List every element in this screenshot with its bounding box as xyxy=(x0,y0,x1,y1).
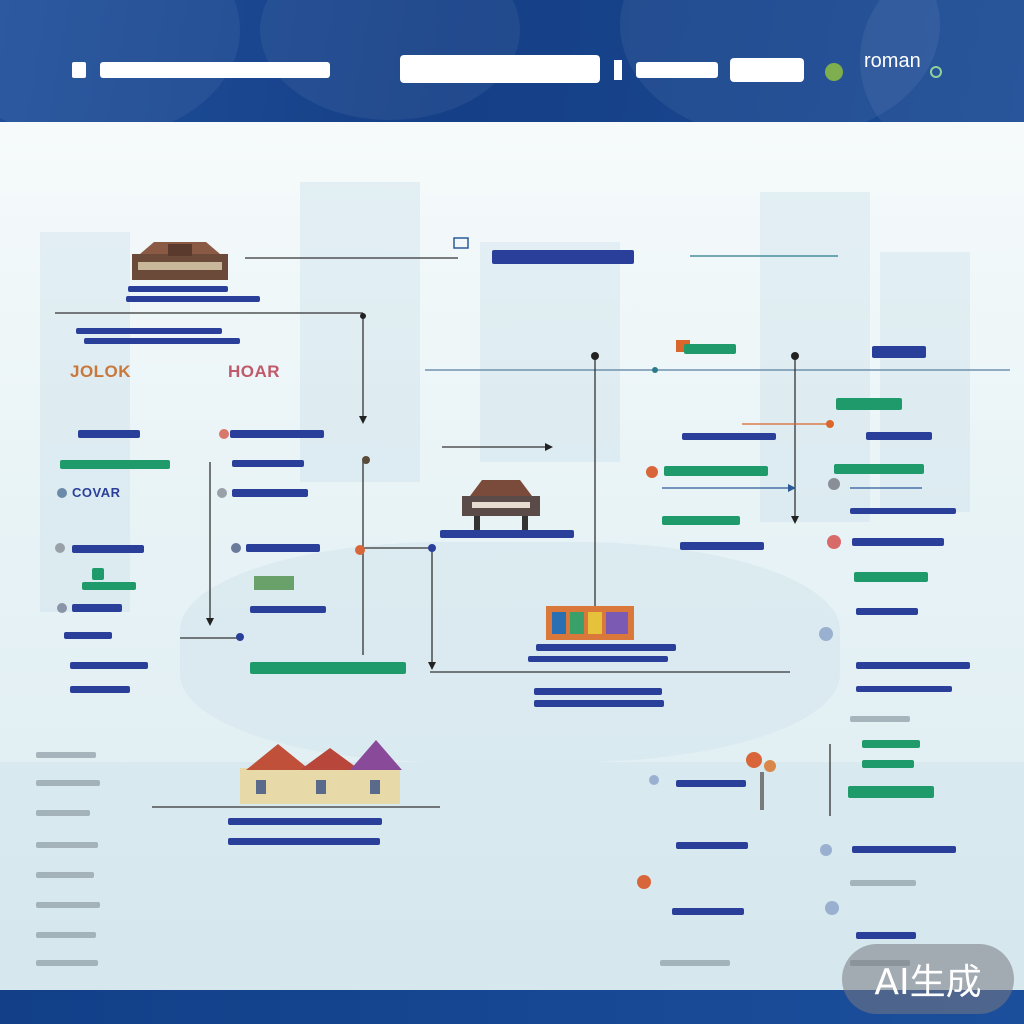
small-sign-icons xyxy=(254,237,690,590)
illegible-label-blocks xyxy=(36,286,970,966)
colorful-building-icon xyxy=(546,606,634,640)
node-label-jolok: JOLOK xyxy=(70,362,132,381)
ai-generated-badge: AI生成 xyxy=(842,944,1014,1014)
banner-swirl xyxy=(860,0,1024,122)
building-icon-top-left xyxy=(132,242,228,280)
banner-swirl xyxy=(0,0,240,122)
banner-illegible-text xyxy=(72,55,942,83)
village-houses-icon xyxy=(240,740,402,804)
node-label-hoar: HOAR xyxy=(228,362,281,381)
connector-lines xyxy=(55,255,1010,816)
tree-icon xyxy=(746,752,776,810)
connector-arrowheads xyxy=(206,313,799,670)
banner-roman-text: roman xyxy=(864,50,921,72)
building-icon-center xyxy=(462,480,540,530)
header-banner: roman xyxy=(0,0,1024,122)
background-building xyxy=(480,242,620,462)
node-label-covar: COVAR xyxy=(72,485,121,500)
illegible-heading-center xyxy=(492,250,634,264)
node-dots xyxy=(55,420,841,915)
